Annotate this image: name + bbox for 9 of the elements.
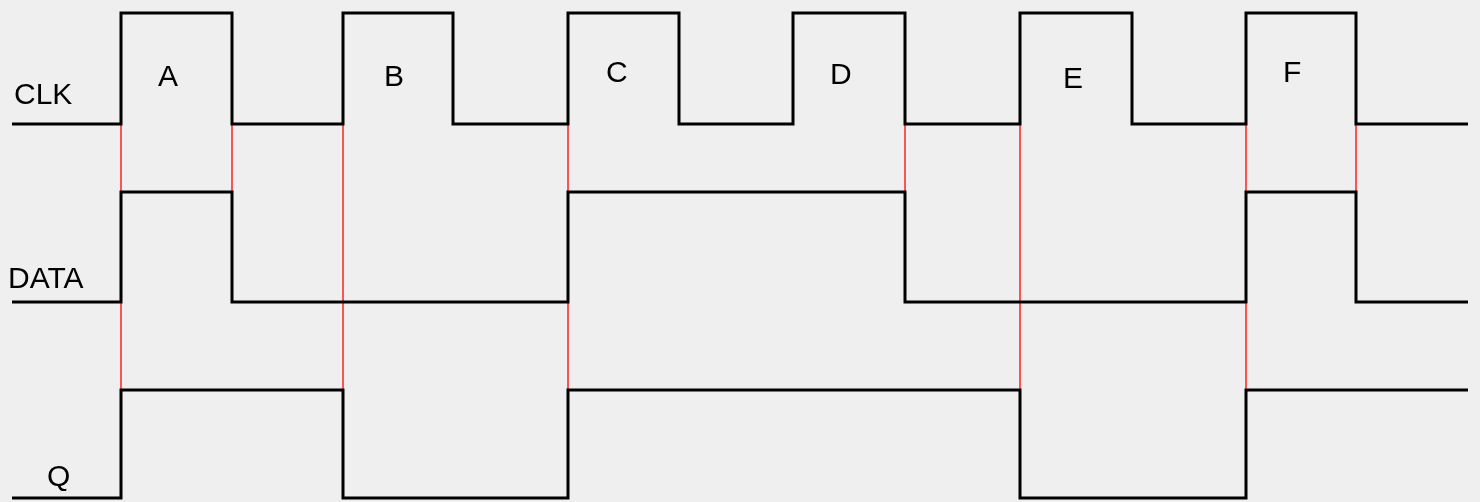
signal-label: CLK <box>14 78 73 110</box>
pulse-label: D <box>830 58 852 90</box>
pulse-label: C <box>606 56 628 88</box>
pulse-label: F <box>1283 56 1302 88</box>
signal-label: DATA <box>8 262 84 294</box>
pulse-label: B <box>384 60 404 92</box>
signal-label: Q <box>47 460 71 492</box>
pulse-label: E <box>1063 62 1083 94</box>
pulse-label: A <box>158 60 178 92</box>
